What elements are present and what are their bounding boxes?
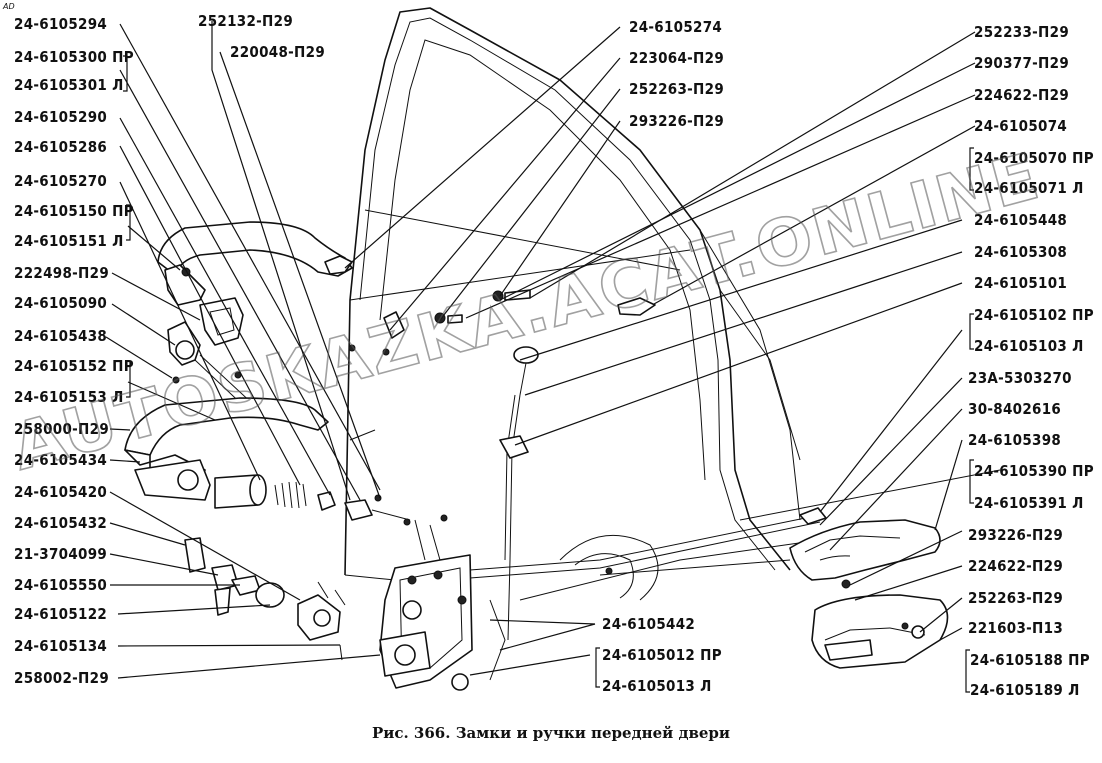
label-top-2: 220048-П29 bbox=[230, 43, 325, 61]
label-right-7: 24-6105448 bbox=[974, 211, 1067, 229]
label-bottom-2: 24-6105012 ПР bbox=[602, 646, 722, 664]
label-left-4: 24-6105290 bbox=[14, 108, 107, 126]
label-right-18: 224622-П29 bbox=[968, 557, 1063, 575]
label-left-13: 24-6105153 Л bbox=[14, 388, 124, 406]
label-left-10: 24-6105090 bbox=[14, 294, 107, 312]
label-left-7: 24-6105150 ПР bbox=[14, 202, 134, 220]
label-left-16: 24-6105420 bbox=[14, 483, 107, 501]
label-left-12: 24-6105152 ПР bbox=[14, 357, 134, 375]
figure-caption: Рис. 366. Замки и ручки передней двери bbox=[371, 724, 731, 742]
label-mid-4: 293226-П29 bbox=[629, 112, 724, 130]
label-right-11: 24-6105103 Л bbox=[974, 337, 1084, 355]
label-left-17: 24-6105432 bbox=[14, 514, 107, 532]
label-left-1: 24-6105294 bbox=[14, 15, 107, 33]
corner-mark: AD bbox=[3, 2, 15, 11]
outer-handle-lower bbox=[124, 397, 329, 501]
label-left-8: 24-6105151 Л bbox=[14, 232, 124, 250]
label-mid-2: 223064-П29 bbox=[629, 49, 724, 67]
label-left-15: 24-6105434 bbox=[14, 451, 107, 469]
leader-lines bbox=[105, 21, 976, 679]
label-left-18: 21-3704099 bbox=[14, 545, 107, 563]
label-left-14: 258000-П29 bbox=[14, 420, 109, 438]
label-right-14: 24-6105398 bbox=[968, 431, 1061, 449]
label-right-15: 24-6105390 ПР bbox=[974, 462, 1094, 480]
label-right-19: 252263-П29 bbox=[968, 589, 1063, 607]
label-bottom-3: 24-6105013 Л bbox=[602, 677, 712, 695]
cylinder-assembly bbox=[167, 321, 256, 413]
label-left-20: 24-6105122 bbox=[14, 605, 107, 623]
label-left-21: 24-6105134 bbox=[14, 637, 107, 655]
label-right-12: 23А-5303270 bbox=[968, 369, 1072, 387]
key-and-cylinder bbox=[184, 537, 346, 661]
label-right-13: 30-8402616 bbox=[968, 400, 1061, 418]
label-left-19: 24-6105550 bbox=[14, 576, 107, 594]
label-brackets bbox=[123, 55, 974, 693]
label-bottom-1: 24-6105442 bbox=[602, 615, 695, 633]
label-left-11: 24-6105438 bbox=[14, 327, 107, 345]
label-right-6: 24-6105071 Л bbox=[974, 179, 1084, 197]
label-left-2: 24-6105300 ПР bbox=[14, 48, 134, 66]
door-lock-mechanism bbox=[379, 519, 506, 691]
label-left-22: 258002-П29 bbox=[14, 669, 109, 687]
label-right-9: 24-6105101 bbox=[974, 274, 1067, 292]
label-left-9: 222498-П29 bbox=[14, 264, 109, 282]
inner-handle bbox=[789, 519, 949, 669]
label-mid-3: 252263-П29 bbox=[629, 80, 724, 98]
label-right-5: 24-6105070 ПР bbox=[974, 149, 1094, 167]
label-left-6: 24-6105270 bbox=[14, 172, 107, 190]
lock-rods bbox=[469, 346, 821, 641]
fasteners bbox=[324, 255, 827, 575]
label-right-2: 290377-П29 bbox=[974, 54, 1069, 72]
label-right-8: 24-6105308 bbox=[974, 243, 1067, 261]
label-right-1: 252233-П29 bbox=[974, 23, 1069, 41]
label-right-4: 24-6105074 bbox=[974, 117, 1067, 135]
label-right-22: 24-6105189 Л bbox=[970, 681, 1080, 699]
label-right-21: 24-6105188 ПР bbox=[970, 651, 1090, 669]
label-left-5: 24-6105286 bbox=[14, 138, 107, 156]
label-right-3: 224622-П29 bbox=[974, 86, 1069, 104]
label-right-10: 24-6105102 ПР bbox=[974, 306, 1094, 324]
label-top-1: 252132-П29 bbox=[198, 12, 293, 30]
label-left-3: 24-6105301 Л bbox=[14, 76, 124, 94]
outer-handle-upper bbox=[157, 221, 353, 346]
label-right-16: 24-6105391 Л bbox=[974, 494, 1084, 512]
label-mid-1: 24-6105274 bbox=[629, 18, 722, 36]
lock-barrel-spring bbox=[214, 474, 411, 526]
label-right-20: 221603-П13 bbox=[968, 619, 1063, 637]
label-right-17: 293226-П29 bbox=[968, 526, 1063, 544]
part-labels: 24-6105294 24-6105300 ПР 24-6105301 Л 24… bbox=[14, 12, 1094, 699]
